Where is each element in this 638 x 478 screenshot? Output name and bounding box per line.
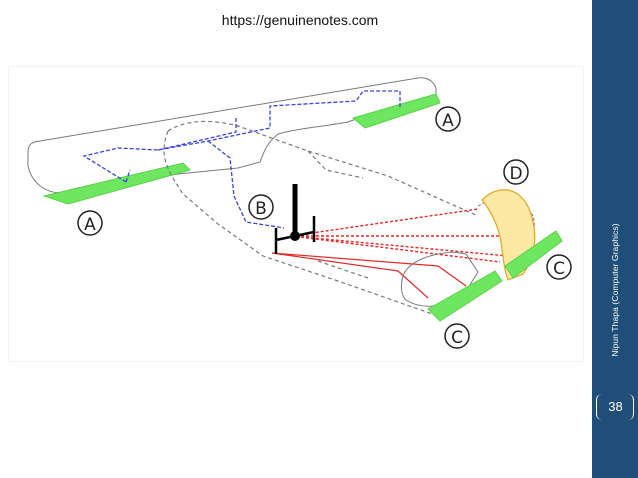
label-c-bottom: C	[444, 323, 470, 349]
svg-text:C: C	[553, 259, 565, 279]
flight-controls-diagram: A A B D C C	[8, 66, 584, 362]
label-a-right: A	[435, 106, 461, 132]
elevator-bottom	[427, 270, 503, 322]
label-a-left: A	[77, 210, 103, 236]
aileron-cable	[82, 90, 401, 229]
elevator-cable	[290, 208, 518, 263]
svg-text:A: A	[442, 111, 454, 131]
fuselage-outline	[163, 120, 479, 317]
aileron-right	[351, 93, 441, 129]
svg-text:D: D	[509, 164, 522, 184]
source-url: https://genuinenotes.com	[221, 12, 379, 28]
elevator-right	[504, 230, 563, 279]
label-c-right: C	[546, 254, 572, 280]
page-number-frame	[596, 394, 634, 420]
svg-text:C: C	[451, 328, 463, 348]
label-b: B	[248, 194, 274, 220]
rudder-bar	[275, 230, 315, 242]
stabilizer-outline-right	[477, 198, 535, 263]
label-d: D	[503, 159, 529, 185]
aileron-left	[42, 162, 191, 205]
page-number: 38	[608, 399, 623, 414]
svg-text:A: A	[84, 215, 96, 235]
author-credit: Nipun Thapa (Computer Graphics)	[610, 223, 620, 357]
rudder-cable	[271, 252, 467, 299]
svg-text:B: B	[255, 199, 267, 219]
